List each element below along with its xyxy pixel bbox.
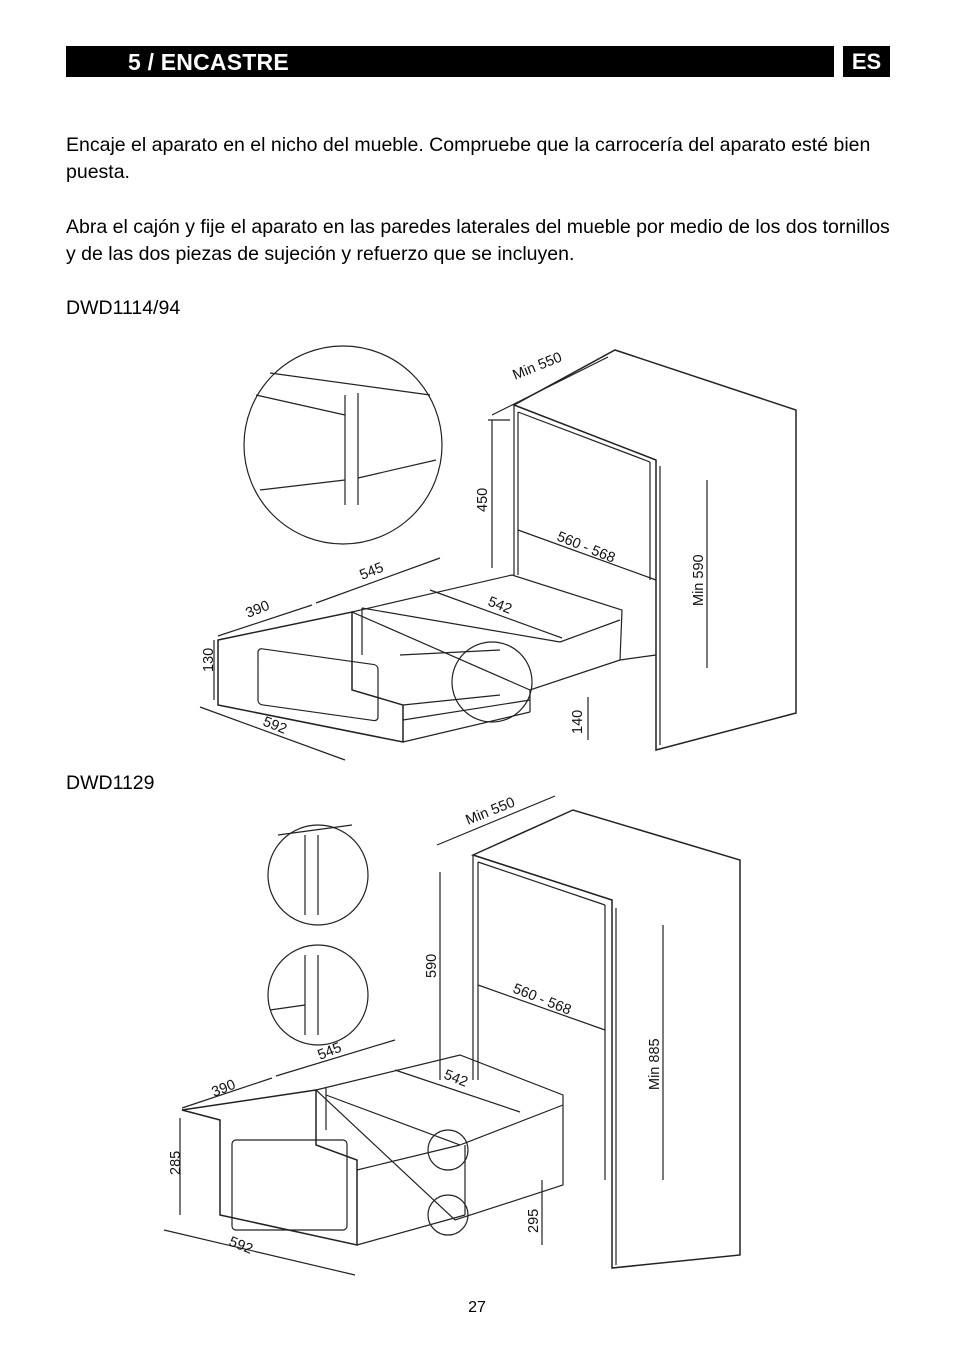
page-number: 27 bbox=[468, 1299, 486, 1316]
dim-450: 450 bbox=[475, 488, 491, 512]
dim-min550-2: Min 550 bbox=[464, 795, 518, 829]
dim-min590: Min 590 bbox=[691, 554, 707, 606]
dim-545-2: 545 bbox=[316, 1040, 344, 1064]
dim-285: 285 bbox=[168, 1151, 184, 1175]
model-label-2: DWD1129 bbox=[66, 772, 155, 794]
dim-130: 130 bbox=[201, 648, 217, 672]
instruction-paragraph-1: Encaje el aparato en el nicho del mueble… bbox=[66, 134, 871, 183]
instruction-paragraph-2: Abra el cajón y fije el aparato en las p… bbox=[66, 216, 890, 265]
dim-390-2: 390 bbox=[210, 1077, 238, 1101]
dim-min885: Min 885 bbox=[647, 1038, 663, 1090]
dim-590: 590 bbox=[424, 954, 440, 978]
language-badge: ES bbox=[843, 46, 890, 77]
section-title: 5 / ENCASTRE bbox=[128, 49, 289, 75]
dim-592-2: 592 bbox=[227, 1234, 255, 1258]
dim-140: 140 bbox=[570, 710, 586, 734]
dim-295: 295 bbox=[526, 1209, 542, 1233]
model-label-1: DWD1114/94 bbox=[66, 297, 181, 319]
section-header-bar: 5 / ENCASTRE bbox=[66, 46, 834, 77]
